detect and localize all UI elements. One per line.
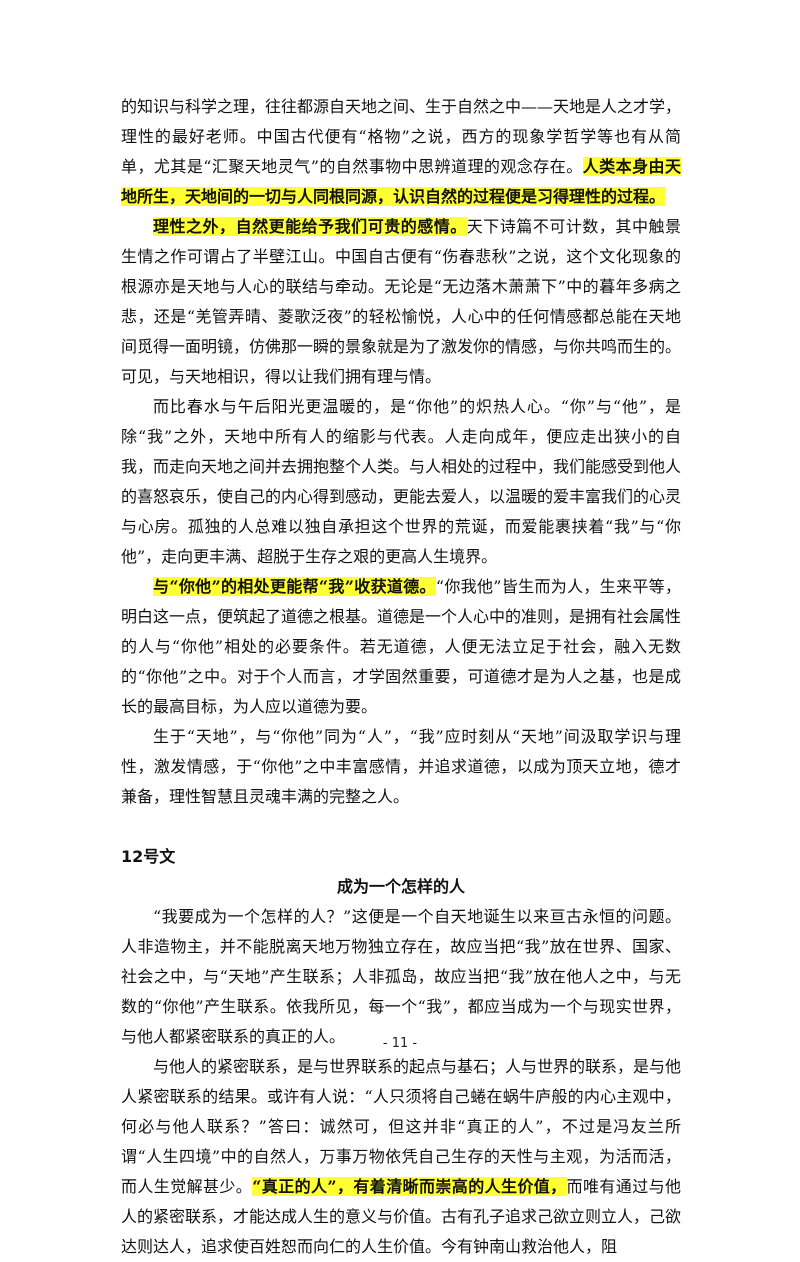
highlight-2: 理性之外，自然更能给予我们可贵的感情。 xyxy=(153,217,467,236)
highlight-4: “真正的人”，有着清晰而崇高的人生价值， xyxy=(252,1177,567,1196)
paragraph-2: 理性之外，自然更能给予我们可贵的感情。天下诗篇不可计数，其中触景生情之作可谓占了… xyxy=(121,212,681,392)
paragraph-5: 生于“天地”，与“你他”同为“人”，“我”应时刻从“天地”间汲取学识与理性，激发… xyxy=(121,722,681,812)
essay-paragraph-2-text-a: 与他人的紧密联系，是与世界联系的起点与基石；人与世界的联系，是与他人紧密联系的结… xyxy=(121,1057,682,1196)
essay-paragraph-2: 与他人的紧密联系，是与世界联系的起点与基石；人与世界的联系，是与他人紧密联系的结… xyxy=(121,1052,681,1262)
paragraph-3: 而比春水与午后阳光更温暖的，是“你他”的炽热人心。“你”与“他”，是除“我”之外… xyxy=(121,392,681,572)
paragraph-1: 的知识与科学之理，往往都源自天地之间、生于自然之中——天地是人之才学，理性的最好… xyxy=(121,92,681,212)
paragraph-2-text: 天下诗篇不可计数，其中触景生情之作可谓占了半壁江山。中国自古便有“伤春悲秋”之说… xyxy=(121,217,682,386)
paragraph-3-text: 而比春水与午后阳光更温暖的，是“你他”的炽热人心。“你”与“他”，是除“我”之外… xyxy=(121,397,682,566)
paragraph-1-text: 的知识与科学之理，往往都源自天地之间、生于自然之中——天地是人之才学，理性的最好… xyxy=(121,97,682,176)
paragraph-5-text: 生于“天地”，与“你他”同为“人”，“我”应时刻从“天地”间汲取学识与理性，激发… xyxy=(121,727,681,806)
section-gap xyxy=(121,812,681,842)
paragraph-4-text: “你我他”皆生而为人，生来平等，明白这一点，便筑起了道德之根基。道德是一个人心中… xyxy=(121,577,682,716)
essay-title: 成为一个怎样的人 xyxy=(336,877,465,896)
paragraph-4: 与“你他”的相处更能帮“我”收获道德。“你我他”皆生而为人，生来平等，明白这一点… xyxy=(121,572,681,722)
essay-label: 12号文 xyxy=(121,847,176,866)
page-number: - 11 - xyxy=(382,1036,418,1051)
highlight-3: 与“你他”的相处更能帮“我”收获道德。 xyxy=(153,577,436,596)
essay-paragraph-1: “我要成为一个怎样的人？”这便是一个自天地诞生以来亘古永恒的问题。人非造物主，并… xyxy=(121,902,681,1052)
document-body: 的知识与科学之理，往往都源自天地之间、生于自然之中——天地是人之才学，理性的最好… xyxy=(121,92,681,1262)
essay-paragraph-1-text: “我要成为一个怎样的人？”这便是一个自天地诞生以来亘古永恒的问题。人非造物主，并… xyxy=(121,907,681,1046)
